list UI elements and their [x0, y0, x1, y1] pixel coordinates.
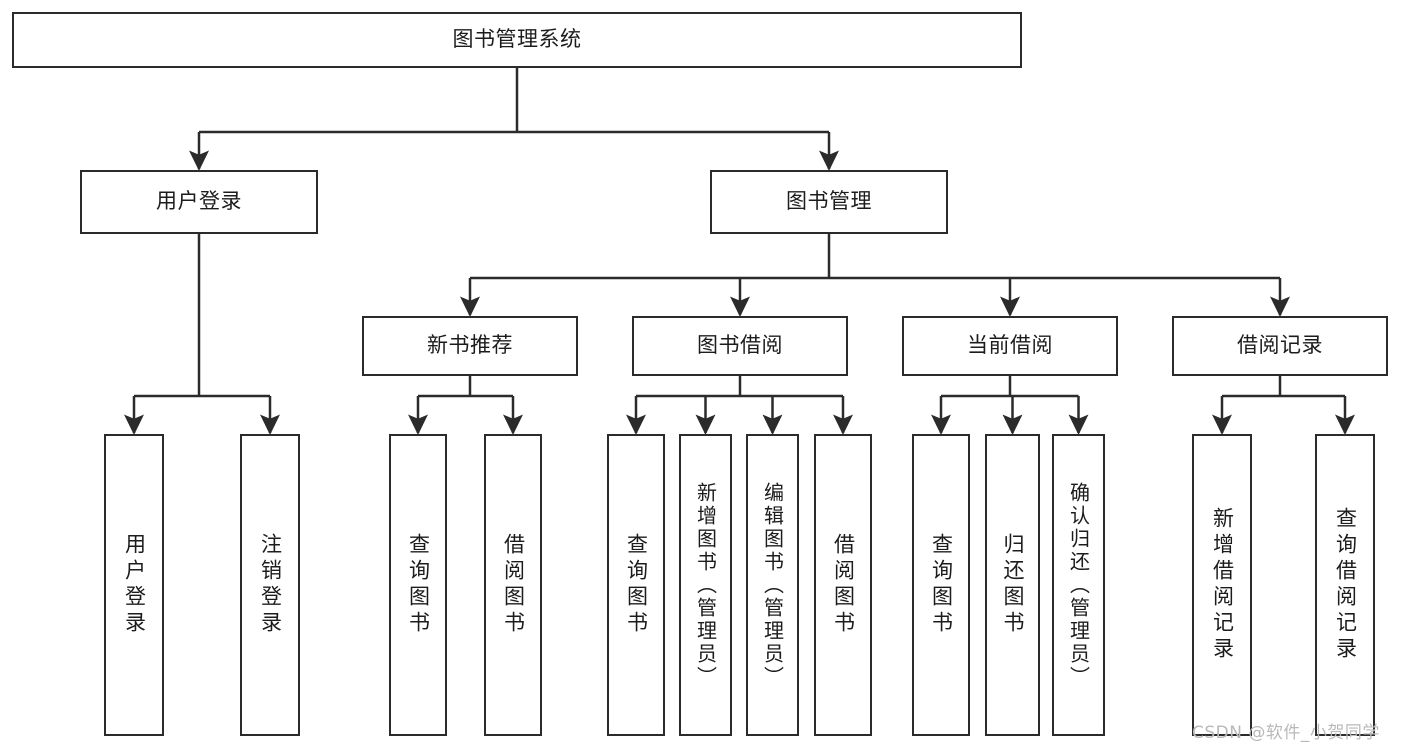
node-leaf-query-book-recommend[interactable]: 查询图书 [389, 434, 447, 736]
node-user-login[interactable]: 用户登录 [80, 170, 318, 234]
node-label: 借阅记录 [1237, 333, 1323, 358]
node-current-borrow[interactable]: 当前借阅 [902, 316, 1118, 376]
node-leaf-query-borrow-record[interactable]: 查询借阅记录 [1315, 434, 1375, 736]
node-label: 查询图书 [624, 533, 649, 637]
node-new-book-recommend[interactable]: 新书推荐 [362, 316, 578, 376]
node-label: 借阅图书 [831, 533, 856, 637]
node-label: 查询图书 [929, 533, 954, 637]
node-label: 图书借阅 [697, 333, 783, 358]
node-label: 用户登录 [156, 189, 242, 214]
csdn-watermark: CSDN @软件_小贺同学 [1192, 723, 1380, 743]
node-label: 图书管理 [786, 189, 872, 214]
node-leaf-confirm-return[interactable]: 确认归还（管理员） [1052, 434, 1105, 736]
node-borrow-record[interactable]: 借阅记录 [1172, 316, 1388, 376]
node-label: 新增借阅记录 [1210, 507, 1235, 663]
node-leaf-return-book[interactable]: 归还图书 [985, 434, 1040, 736]
node-label: 图书管理系统 [452, 27, 582, 52]
node-label: 新增图书（管理员） [693, 481, 718, 689]
node-label: 查询图书 [406, 533, 431, 637]
node-leaf-user-login[interactable]: 用户登录 [104, 434, 164, 736]
node-leaf-borrow-book-recommend[interactable]: 借阅图书 [484, 434, 542, 736]
node-label: 归还图书 [1001, 533, 1025, 637]
node-label: 查询借阅记录 [1333, 507, 1358, 663]
node-leaf-logout[interactable]: 注销登录 [240, 434, 300, 736]
node-leaf-query-book-current[interactable]: 查询图书 [912, 434, 970, 736]
node-label: 当前借阅 [967, 333, 1053, 358]
node-leaf-query-book-borrow[interactable]: 查询图书 [607, 434, 665, 736]
node-leaf-add-borrow-record[interactable]: 新增借阅记录 [1192, 434, 1252, 736]
node-label: 注销登录 [258, 533, 283, 637]
node-leaf-add-book[interactable]: 新增图书（管理员） [679, 434, 732, 736]
node-leaf-edit-book[interactable]: 编辑图书（管理员） [746, 434, 799, 736]
node-label: 编辑图书（管理员） [760, 481, 785, 689]
node-label: 确认归还（管理员） [1066, 481, 1091, 689]
node-book-manage[interactable]: 图书管理 [710, 170, 948, 234]
node-label: 用户登录 [122, 533, 147, 637]
node-book-borrow[interactable]: 图书借阅 [632, 316, 848, 376]
node-root[interactable]: 图书管理系统 [12, 12, 1022, 68]
node-leaf-borrow-book[interactable]: 借阅图书 [814, 434, 872, 736]
node-label: 借阅图书 [501, 533, 526, 637]
node-label: 新书推荐 [427, 333, 513, 358]
